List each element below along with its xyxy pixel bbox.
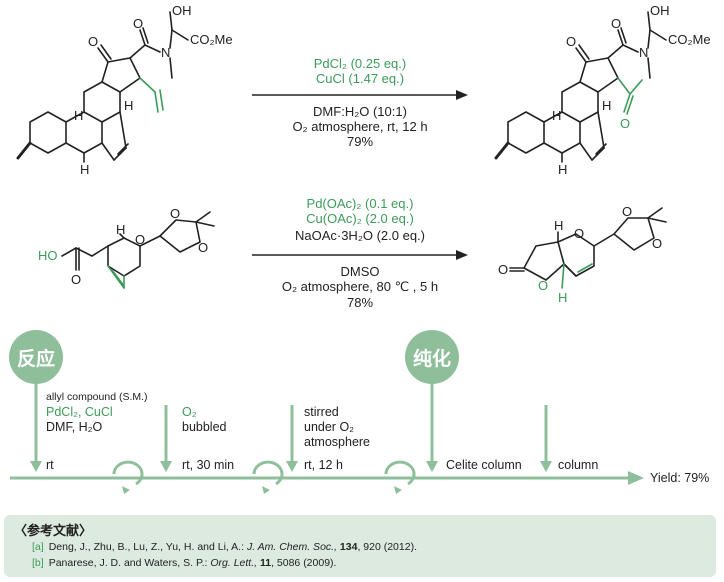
step1-line3: DMF, H₂O bbox=[46, 420, 103, 434]
mol2-label-oh: OH bbox=[650, 3, 670, 18]
r2-cond1: DMSO bbox=[340, 264, 380, 279]
references-title: 〈参考文献〉 bbox=[14, 524, 93, 539]
step2-time: rt, 30 min bbox=[182, 458, 235, 472]
mol2-label-o1: O bbox=[611, 16, 621, 31]
step1-time: rt bbox=[46, 458, 54, 472]
mol1-label-co2me: CO₂Me bbox=[190, 32, 233, 47]
mol1-label-h1: H bbox=[74, 108, 83, 123]
mol4-label-o2: O bbox=[652, 236, 662, 251]
reaction1-starting-material: OH CO₂Me N O O H H H bbox=[16, 3, 233, 177]
r2-reagent1: Pd(OAc)₂ (0.1 eq.) bbox=[306, 196, 414, 211]
mol1-label-h3: H bbox=[80, 162, 89, 177]
mol3-label-o1: O bbox=[170, 206, 180, 221]
mol4-label-o-lactone: O bbox=[538, 278, 548, 293]
mol3-label-ho: HO bbox=[38, 248, 58, 263]
reference-b-journal: Org. Lett., bbox=[210, 557, 258, 569]
mol3-label-o2: O bbox=[198, 240, 208, 255]
mol3-label-h: H bbox=[116, 222, 125, 237]
mol3-label-o-carbonyl: O bbox=[71, 272, 81, 287]
step5-column: column bbox=[558, 458, 599, 472]
r1-cond1: DMF:H₂O (10:1) bbox=[313, 104, 407, 119]
mol1-label-n: N bbox=[161, 45, 170, 60]
reference-b-tag: [b] bbox=[32, 557, 44, 569]
mol2-label-co2me: CO₂Me bbox=[668, 32, 711, 47]
reference-b: [b] Panarese, J. D. and Waters, S. P.: Or… bbox=[32, 557, 336, 569]
references-box: 〈参考文献〉 [a] Deng, J., Zhu, B., Lu, Z., Yu,… bbox=[4, 515, 716, 577]
r1-yield: 79% bbox=[346, 134, 374, 149]
reference-b-authors: Panarese, J. D. and Waters, S. P.: bbox=[48, 557, 208, 569]
step2-line1: O₂ bbox=[182, 405, 197, 420]
mol1-label-h2: H bbox=[124, 98, 133, 113]
reference-a-vol: 134 bbox=[339, 541, 358, 553]
r2-yield: 78% bbox=[346, 295, 374, 310]
flow-diagram bbox=[10, 380, 644, 494]
reference-a: [a] Deng, J., Zhu, B., Lu, Z., Yu, H. and… bbox=[32, 541, 417, 553]
step3-line2: under O₂ bbox=[304, 420, 355, 434]
mol3-label-o-ring: O bbox=[135, 232, 145, 247]
reaction1-product: OH CO₂Me N O O O H H H bbox=[494, 3, 711, 177]
mol1-label-oh: OH bbox=[172, 3, 192, 18]
mol2-label-o2: O bbox=[566, 34, 576, 49]
r2-reagent2: Cu(OAc)₂ (2.0 eq.) bbox=[306, 211, 414, 226]
reference-a-tag: [a] bbox=[32, 541, 44, 553]
r1-reagent2: CuCl (1.47 eq.) bbox=[315, 71, 405, 86]
mol4-label-o1: O bbox=[622, 204, 632, 219]
step1-reagents: PdCl₂, CuCl bbox=[46, 405, 113, 419]
reaction1-arrow bbox=[252, 90, 468, 100]
step3-line3: atmosphere bbox=[304, 435, 371, 449]
step2-o2: O₂ bbox=[182, 405, 197, 419]
mol1-label-o1: O bbox=[133, 16, 143, 31]
reference-b-rest: , 5086 (2009). bbox=[271, 557, 337, 569]
step1-line2: PdCl₂, CuCl bbox=[46, 405, 113, 420]
mol4-label-h-bottom: H bbox=[558, 290, 567, 305]
mol2-label-h1: H bbox=[552, 108, 561, 123]
mol4-label-h-top: H bbox=[554, 218, 563, 233]
mol2-label-o3: O bbox=[620, 116, 630, 131]
reaction-badge: 反应 bbox=[9, 330, 63, 384]
reaction2-product: O O O H H O O bbox=[498, 204, 667, 305]
r2-reagent3: NaOAc·3H₂O (2.0 eq.) bbox=[294, 228, 426, 243]
mol2-label-h2: H bbox=[602, 98, 611, 113]
mol2-label-n: N bbox=[639, 45, 648, 60]
step3-line1: stirred bbox=[304, 405, 339, 419]
step3-time: rt, 12 h bbox=[304, 458, 343, 472]
flow-yield: Yield: 79% bbox=[650, 471, 710, 485]
reaction2-arrow bbox=[252, 250, 468, 260]
r2-cond2: O₂ atmosphere, 80 ℃ , 5 h bbox=[281, 279, 439, 294]
reference-a-rest: , 920 (2012). bbox=[357, 541, 417, 553]
r1-reagent1: PdCl₂ (0.25 eq.) bbox=[313, 56, 407, 71]
mol1-label-o2: O bbox=[88, 34, 98, 49]
step4-celite: Celite column bbox=[446, 458, 522, 472]
reference-a-journal: J. Am. Chem. Soc., bbox=[246, 541, 337, 553]
mol4-label-o-ring: O bbox=[574, 226, 584, 241]
mol4-label-o-carbonyl: O bbox=[498, 262, 508, 277]
mol2-label-h3: H bbox=[558, 162, 567, 177]
step2-line2: bubbled bbox=[182, 420, 227, 434]
reference-b-vol: 11 bbox=[259, 557, 272, 569]
step1-line1: allyl compound (S.M.) bbox=[46, 391, 148, 403]
r1-cond2: O₂ atmosphere, rt, 12 h bbox=[292, 119, 428, 134]
reference-a-authors: Deng, J., Zhu, B., Lu, Z., Yu, H. and Li… bbox=[48, 541, 245, 553]
reaction2-starting-material: HO O O H O O bbox=[38, 206, 215, 289]
purify-badge: 纯化 bbox=[405, 330, 459, 384]
